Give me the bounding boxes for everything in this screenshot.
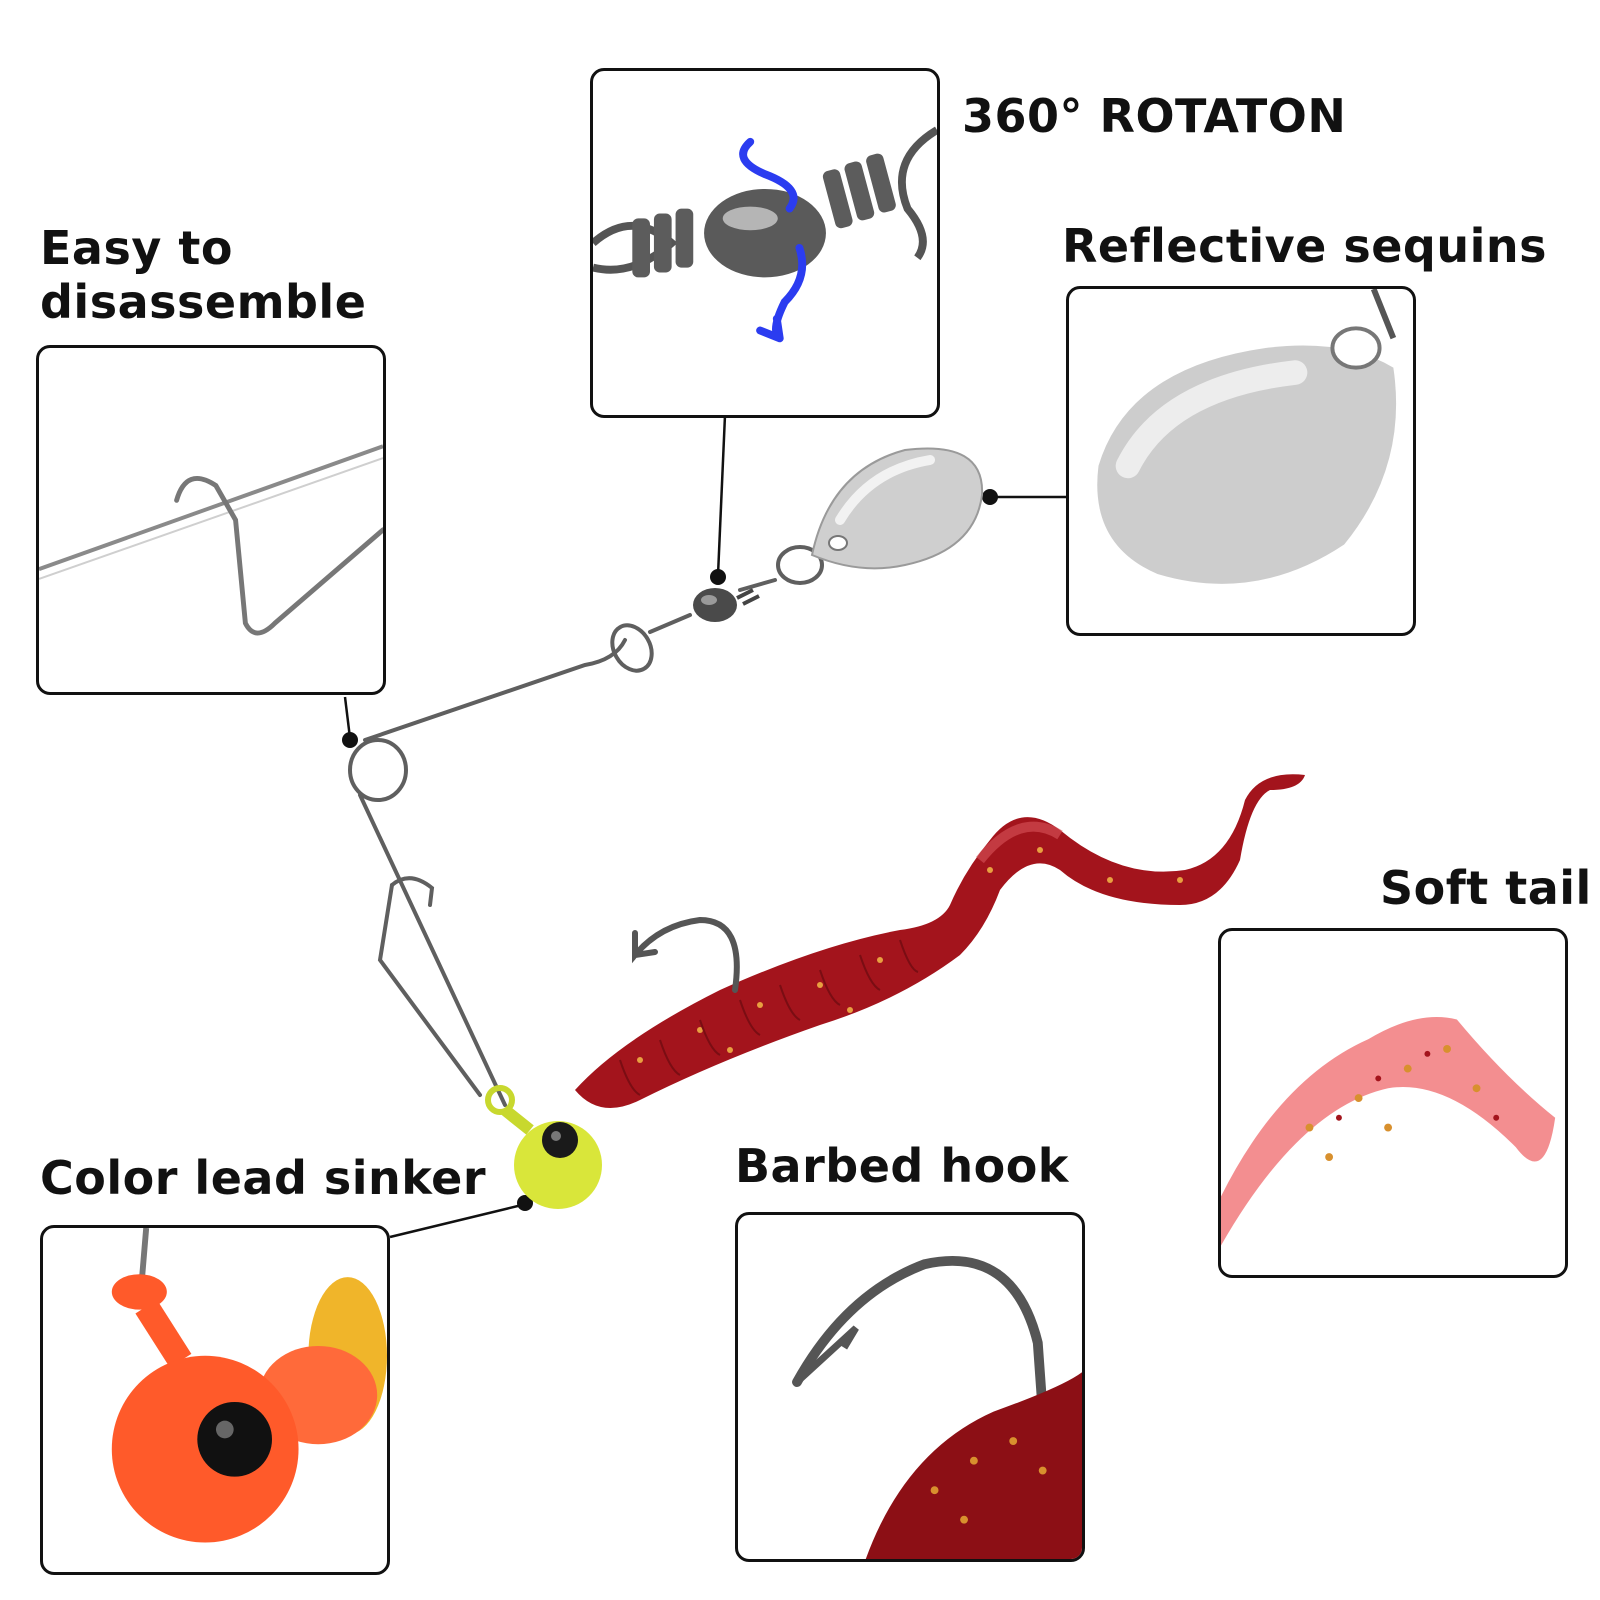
soft-tail-detail-box [1218, 928, 1568, 1278]
sequins-label: Reflective sequins [1062, 219, 1547, 273]
main-hook [632, 916, 740, 993]
swivel [693, 588, 760, 622]
tail-closeup [1221, 1017, 1556, 1246]
jig-head [485, 1085, 602, 1209]
soft-worm [575, 774, 1305, 1108]
callout-dots [342, 489, 998, 1211]
disassemble-detail-box [36, 345, 386, 695]
rotation-arrow-icon [739, 137, 807, 343]
sinker-closeup [111, 1228, 387, 1543]
rotation-label: 360° ROTATON [962, 89, 1347, 143]
sinker-label: Color lead sinker [40, 1151, 487, 1205]
sinker-detail-box [40, 1225, 390, 1575]
sequins-detail-box [1066, 286, 1416, 636]
spinner-wire [348, 545, 824, 1107]
hook-detail-box [735, 1212, 1085, 1562]
hook-label: Barbed hook [735, 1139, 1069, 1193]
blade-closeup [1097, 289, 1397, 584]
disassemble-label-line2: disassemble [40, 275, 367, 329]
callout-lines [343, 414, 1068, 1239]
wire-clip-closeup [39, 444, 383, 636]
soft-tail-label: Soft tail [1380, 861, 1592, 915]
spinner-blade [810, 447, 984, 570]
rotation-detail-box [590, 68, 940, 418]
disassemble-label-line1: Easy to [40, 221, 233, 275]
swivel-closeup [593, 126, 937, 343]
hook-closeup [792, 1256, 1082, 1559]
